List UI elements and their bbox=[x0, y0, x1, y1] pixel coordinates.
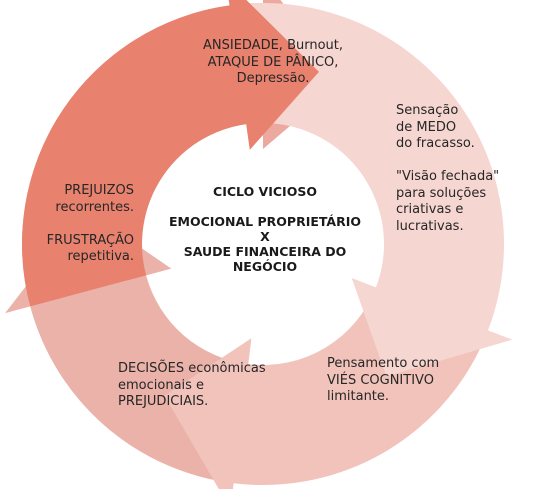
center-line-2: X bbox=[260, 229, 270, 244]
cycle-arrow-top bbox=[22, 0, 319, 307]
segment-label-bottom-right: Pensamento com VIÉS COGNITIVO limitante. bbox=[327, 356, 440, 404]
segment-label-bottom-left: DECISÕES econômicas emocionais e PREJUDI… bbox=[118, 361, 266, 409]
center-line-3: SAUDE FINANCEIRA DO NEGÓCIO bbox=[183, 244, 347, 274]
segment-label-left: PREJUIZOS recorrentes. FRUSTRAÇÃO repeti… bbox=[46, 183, 134, 264]
center-line-1: EMOCIONAL PROPRIETÁRIO bbox=[168, 214, 362, 229]
segment-label-top: ANSIEDADE, Burnout, ATAQUE DE PÂNICO, De… bbox=[202, 38, 344, 86]
center-caption: CICLO VICIOSO EMOCIONAL PROPRIETÁRIO X S… bbox=[150, 184, 380, 274]
cycle-arrow-right bbox=[229, 3, 513, 377]
segment-label-right: Sensação de MEDO do fracasso. "Visão fec… bbox=[396, 103, 500, 234]
center-title: CICLO VICIOSO bbox=[213, 184, 317, 199]
